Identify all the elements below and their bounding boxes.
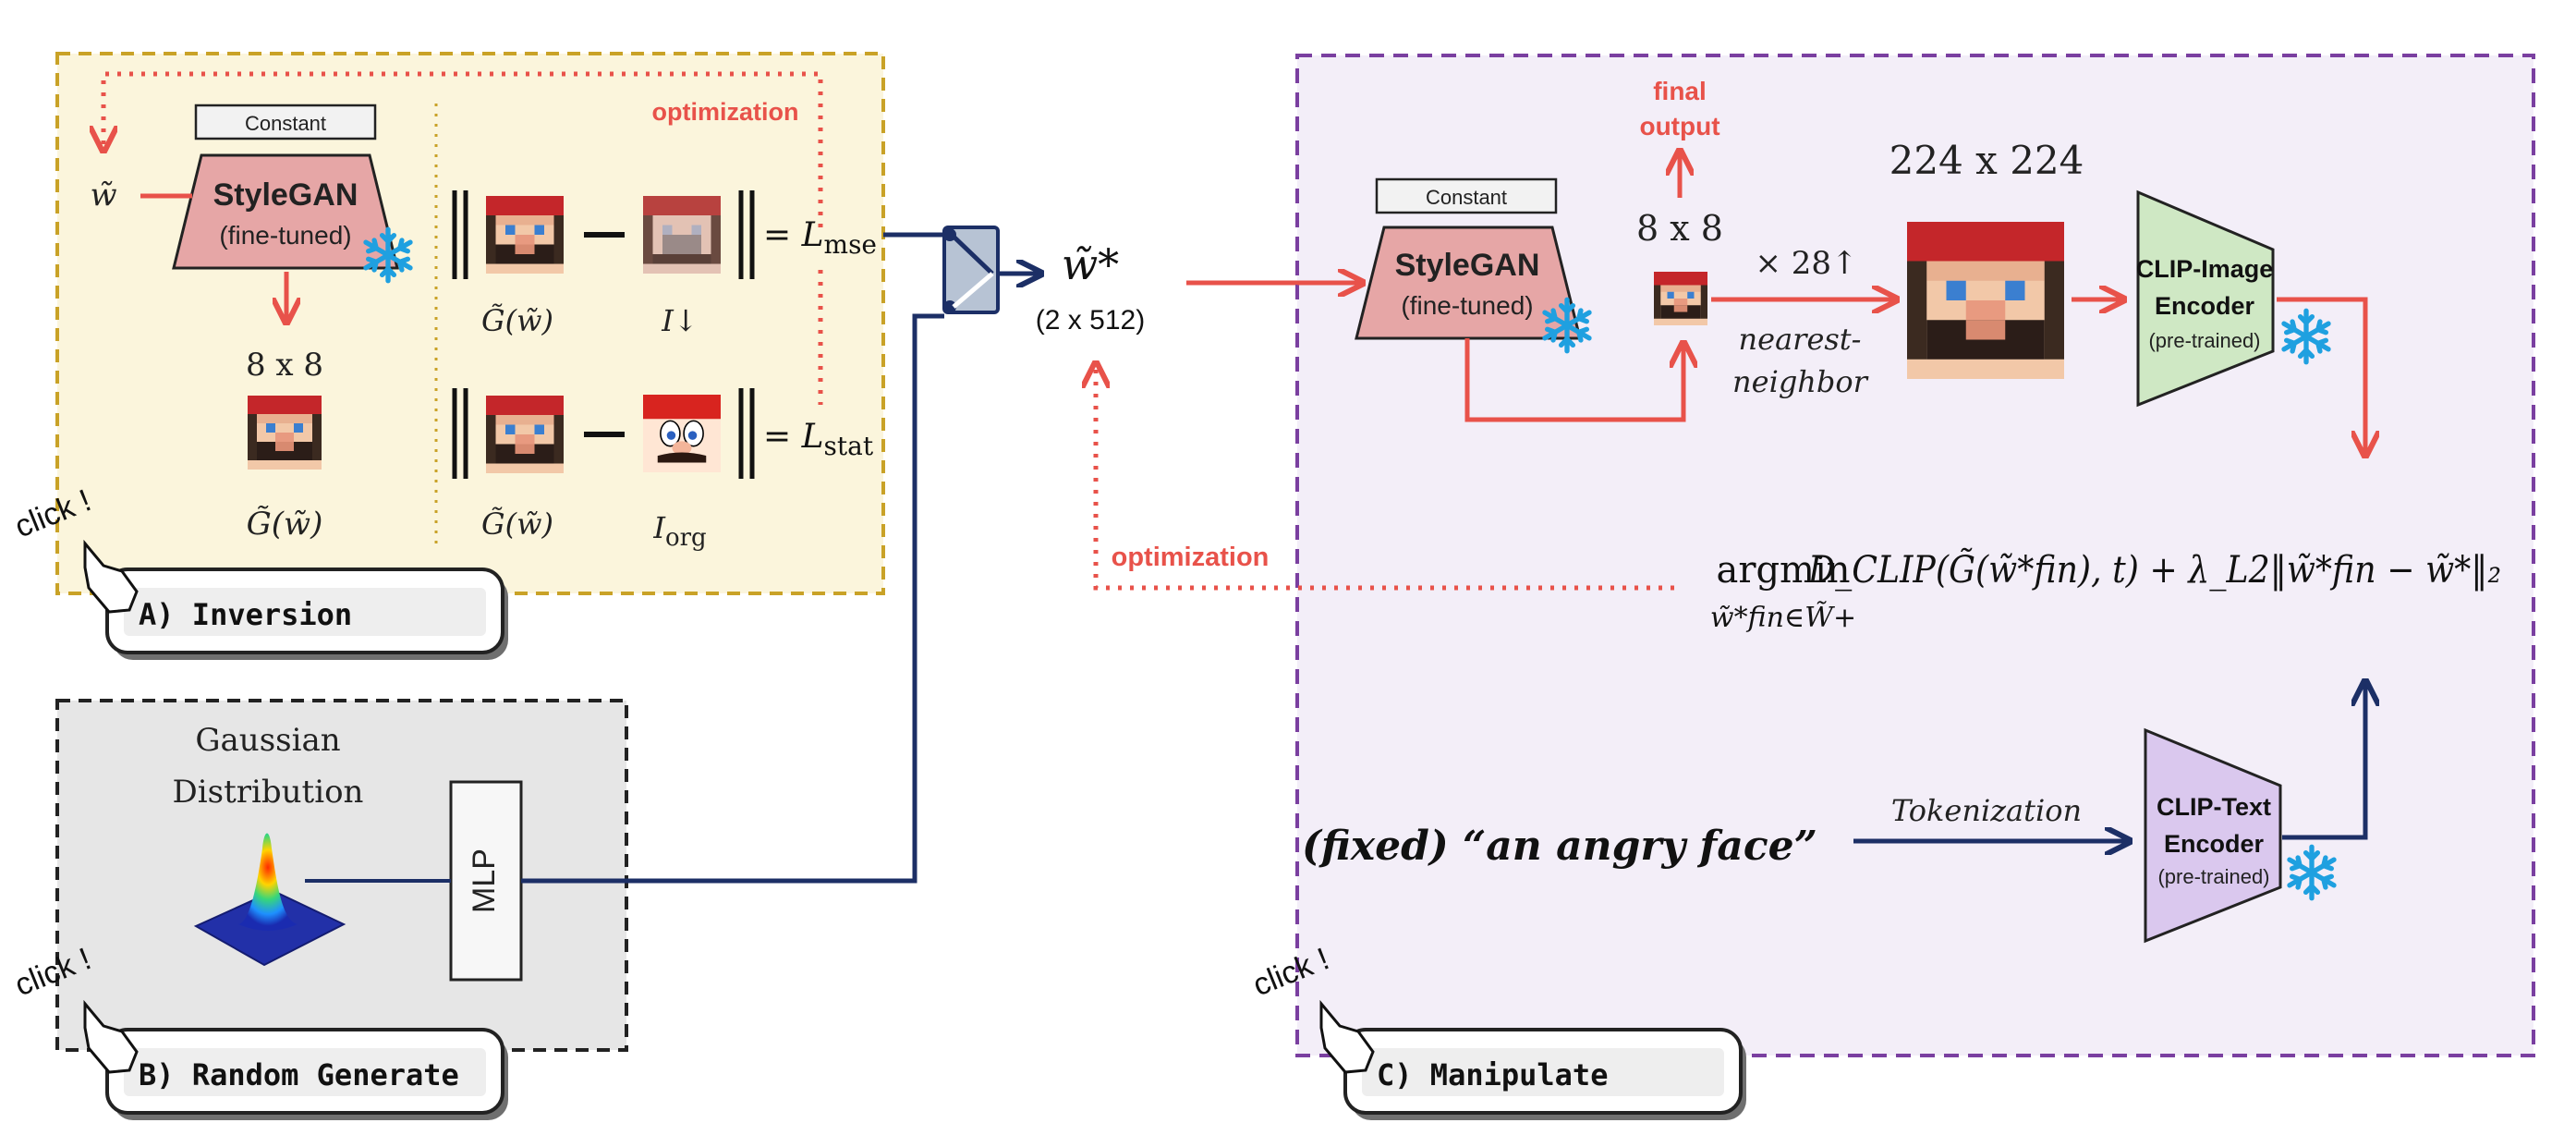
manipulate-small-face (1654, 272, 1707, 325)
upscale-method-line1: nearest- (1739, 322, 1862, 357)
clip-text-to-objective (2282, 684, 2365, 840)
inversion-button-label: A) Inversion (139, 597, 352, 632)
loss-stat-sub: stat (824, 431, 874, 461)
loss-stat-i-sub: org (665, 524, 707, 552)
manipulate-optimization-label: optimization (1112, 543, 1270, 572)
loss-stat-g-label: G̃(w̃) (481, 506, 553, 542)
loss-stat-i-label: Iorg (652, 510, 706, 552)
final-output-line2: output (1639, 112, 1719, 140)
clip-text-sub: (pre-trained) (2157, 865, 2269, 888)
switch-lever-thru (952, 272, 994, 309)
w-star-label: w̃* (1062, 239, 1119, 289)
w-star-dim: (2 x 512) (1036, 305, 1145, 336)
prompt-text: (fixed) “an angry face” (1302, 823, 1817, 870)
gaussian-label-line1: Gaussian (195, 722, 340, 759)
cursor-hand-icon (83, 999, 139, 1074)
loss-mse-sub: mse (824, 229, 878, 260)
manipulate-res-large: 224 x 224 (1889, 138, 2084, 183)
clip-image-encoder (2136, 189, 2275, 408)
mlp-to-switch-line (521, 313, 944, 884)
clip-image-line1: CLIP-Image (2136, 255, 2274, 283)
manipulate-large-face (1907, 222, 2064, 379)
inversion-optimization-label: optimization (652, 98, 799, 126)
cursor-hand-icon (1319, 999, 1375, 1074)
clip-text-encoder (2144, 727, 2282, 944)
manipulate-stylegan-sub: (fine-tuned) (1401, 291, 1533, 320)
manipulate-button[interactable] (1343, 1028, 1746, 1120)
manipulate-constant-box (1375, 177, 1558, 214)
random-generate-button[interactable] (105, 1028, 508, 1120)
loss-stat-equals: = Lstat (763, 418, 874, 461)
inversion-stylegan-title: StyleGAN (213, 177, 358, 213)
random-panel (55, 699, 628, 1052)
loss-mse-equation (452, 190, 755, 279)
inversion-button[interactable] (105, 568, 508, 660)
loss-stat-equation (452, 388, 755, 479)
gaussian-distribution-plot (193, 833, 346, 967)
upscale-method-line2: neighbor (1732, 364, 1869, 399)
gaussian-label-line2: Distribution (173, 774, 364, 811)
manipulate-button-label: C) Manipulate (1377, 1057, 1608, 1092)
inversion-stylegan-sub: (fine-tuned) (219, 221, 351, 250)
clip-text-line1: CLIP-Text (2157, 793, 2271, 821)
switch-node-bottom (943, 300, 956, 313)
source-switch[interactable] (942, 226, 1000, 314)
inversion-constant-label: Constant (245, 112, 326, 135)
mlp-label: MLP (467, 848, 502, 913)
final-output-line1: final (1653, 77, 1707, 105)
loss-mse-i-label: I↓ (661, 303, 698, 338)
clip-image-line2: Encoder (2155, 292, 2255, 320)
objective-expression: D_CLIP(G̃(w̃*fin), t) + λ_L2‖w̃*fin − w̃… (1807, 548, 2501, 592)
inversion-w-input: w̃ (90, 177, 116, 214)
objective-argmin-sub: w̃*fin∈W̃+ (1710, 602, 1856, 634)
inversion-stylegan-block (172, 153, 399, 270)
inversion-output-caption: G̃(w̃) (247, 506, 323, 543)
cursor-hand-icon (83, 539, 139, 614)
clip-text-line2: Encoder (2164, 830, 2265, 858)
mlp-block (449, 780, 523, 982)
stylegan-to-small-output (1464, 338, 1683, 422)
manipulate-constant-label: Constant (1426, 186, 1507, 209)
loss-mse-g-label: G̃(w̃) (481, 303, 553, 338)
loss-mse-equals: = Lmse (763, 216, 877, 260)
manipulate-res-small: 8 x 8 (1636, 208, 1723, 249)
clip-image-sub: (pre-trained) (2148, 329, 2260, 352)
inversion-output-face (248, 396, 322, 470)
inversion-panel (55, 52, 885, 595)
manipulate-stylegan-title: StyleGAN (1395, 248, 1540, 283)
random-generate-button-label: B) Random Generate (139, 1057, 459, 1092)
tokenization-label: Tokenization (1891, 793, 2082, 828)
inversion-res-label: 8 x 8 (246, 347, 323, 384)
objective-argmin: argmin (1716, 549, 1850, 592)
clip-image-to-objective (2277, 297, 2365, 453)
switch-lever (950, 233, 994, 275)
inversion-constant-box (194, 104, 377, 140)
upscale-label: × 28↑ (1755, 245, 1857, 282)
